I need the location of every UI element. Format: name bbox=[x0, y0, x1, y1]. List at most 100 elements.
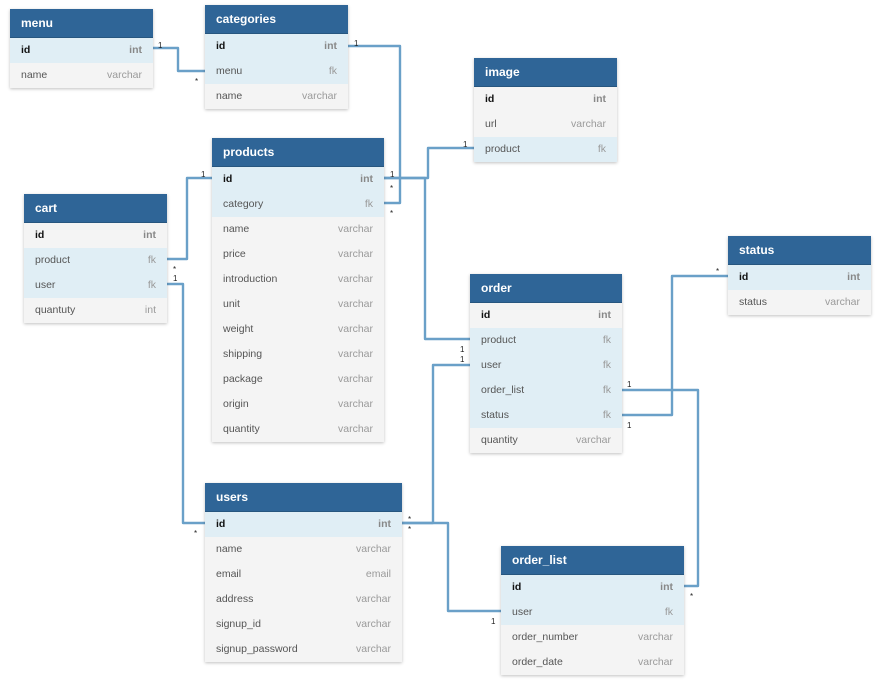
relationship-line[interactable] bbox=[167, 282, 205, 525]
field-type: fk bbox=[602, 334, 611, 346]
cardinality-label: 1 bbox=[201, 170, 206, 179]
field-name: name bbox=[21, 69, 48, 81]
field-name: name bbox=[216, 90, 243, 102]
relationship-line[interactable] bbox=[153, 46, 205, 73]
cardinality-label: * bbox=[390, 184, 394, 193]
field-type: varchar bbox=[337, 223, 373, 235]
field-name: price bbox=[223, 248, 246, 260]
field-name: id bbox=[739, 271, 749, 283]
cardinality-label: 1 bbox=[627, 380, 632, 389]
field-type: varchar bbox=[337, 373, 373, 385]
field-name: id bbox=[216, 40, 226, 52]
field-type: fk bbox=[328, 65, 337, 77]
field-type: varchar bbox=[575, 434, 611, 446]
relationship-line[interactable] bbox=[622, 274, 728, 417]
field-row[interactable]: id int bbox=[728, 265, 871, 290]
field-row[interactable]: name varchar bbox=[10, 63, 153, 88]
table-title: image bbox=[474, 58, 617, 87]
field-name: name bbox=[216, 543, 243, 555]
field-name: email bbox=[216, 568, 242, 580]
field-row[interactable]: package varchar bbox=[212, 367, 384, 392]
field-row[interactable]: order_list fk bbox=[470, 378, 622, 403]
field-type: int bbox=[129, 44, 142, 56]
field-name: weight bbox=[223, 323, 254, 335]
relationship-line[interactable] bbox=[167, 176, 212, 261]
field-type: fk bbox=[602, 384, 611, 396]
table-title: menu bbox=[10, 9, 153, 38]
field-name: user bbox=[35, 279, 56, 291]
table-title: status bbox=[728, 236, 871, 265]
field-type: int bbox=[598, 309, 611, 321]
relationship-line[interactable] bbox=[402, 521, 501, 613]
relationship-line[interactable] bbox=[384, 146, 474, 180]
field-type: fk bbox=[597, 143, 606, 155]
field-name: url bbox=[485, 118, 497, 130]
field-type: int bbox=[360, 173, 373, 185]
cardinality-label: * bbox=[194, 529, 198, 538]
cardinality-label: 1 bbox=[463, 140, 468, 149]
field-type: int bbox=[593, 93, 606, 105]
relationship-line[interactable] bbox=[402, 363, 470, 525]
field-name: order_list bbox=[481, 384, 525, 396]
field-name: user bbox=[512, 606, 533, 618]
field-type: int bbox=[847, 271, 860, 283]
field-row[interactable]: name varchar bbox=[205, 537, 402, 562]
relationship-line[interactable] bbox=[384, 176, 470, 341]
field-name: status bbox=[481, 409, 510, 421]
field-name: package bbox=[223, 373, 263, 385]
field-type: varchar bbox=[337, 298, 373, 310]
field-type: varchar bbox=[355, 543, 391, 555]
cardinality-label: * bbox=[173, 265, 177, 274]
field-type: varchar bbox=[106, 69, 142, 81]
field-type: varchar bbox=[337, 398, 373, 410]
field-type: varchar bbox=[337, 273, 373, 285]
cardinality-label: 1 bbox=[173, 274, 178, 283]
